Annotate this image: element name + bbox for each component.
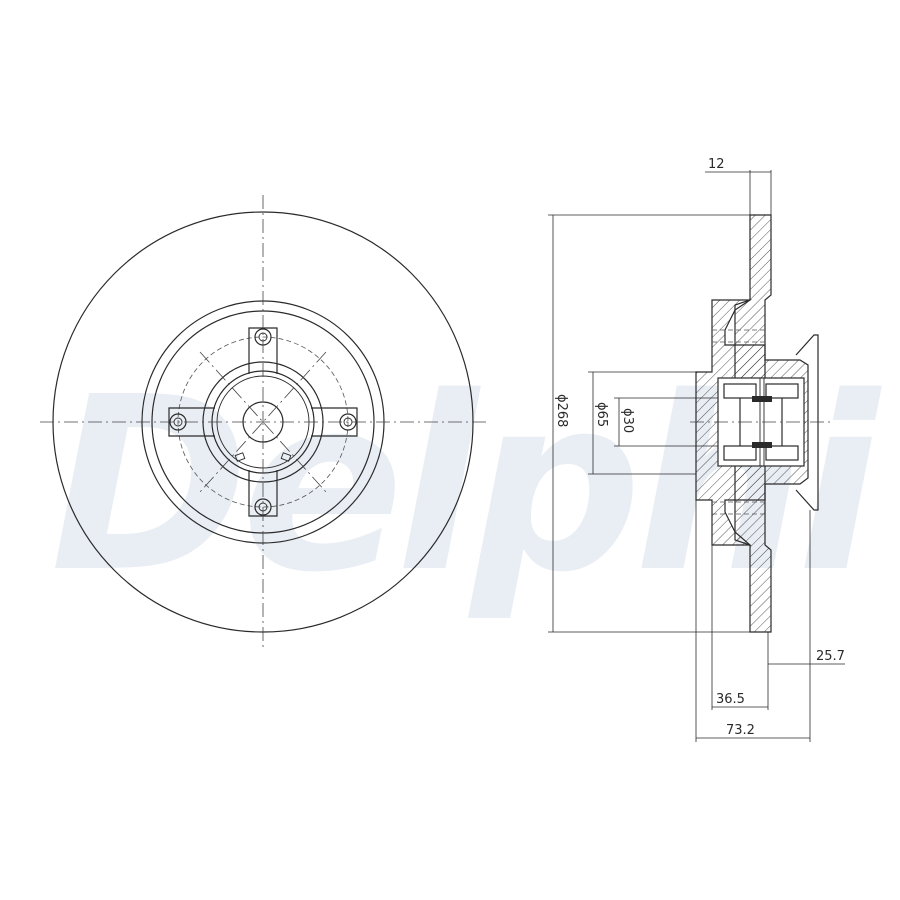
bearing-rollers — [723, 378, 799, 466]
center-line-diagonal-a — [199, 351, 327, 493]
dim-bore-diameter: ϕ65 — [588, 371, 696, 475]
section-view: 12 ϕ268 ϕ65 ϕ30 25.7 — [548, 157, 845, 742]
svg-text:25.7: 25.7 — [816, 649, 845, 664]
dim-offset-hub: 36.5 — [711, 545, 769, 710]
dim-outer-diameter: ϕ268 — [548, 214, 750, 633]
retainer-notch-right — [280, 452, 292, 462]
svg-text:ϕ65: ϕ65 — [594, 402, 609, 427]
stud-hole-top — [712, 329, 765, 343]
dim-total-height: 73.2 — [695, 500, 811, 742]
stud-hole-bottom — [712, 501, 765, 515]
dim-center-diameter: ϕ30 — [614, 397, 718, 447]
svg-text:ϕ268: ϕ268 — [554, 394, 569, 427]
svg-text:12: 12 — [708, 157, 725, 172]
svg-text:ϕ30: ϕ30 — [620, 408, 635, 433]
dim-offset-disc: 25.7 — [767, 632, 845, 665]
svg-text:36.5: 36.5 — [716, 692, 745, 707]
retainer-notch-left — [234, 452, 246, 462]
hub-cap — [795, 334, 819, 511]
front-view — [40, 195, 490, 650]
dim-flange-thickness: 12 — [705, 157, 772, 215]
svg-text:73.2: 73.2 — [726, 723, 755, 738]
center-line-diagonal-b — [199, 351, 327, 493]
